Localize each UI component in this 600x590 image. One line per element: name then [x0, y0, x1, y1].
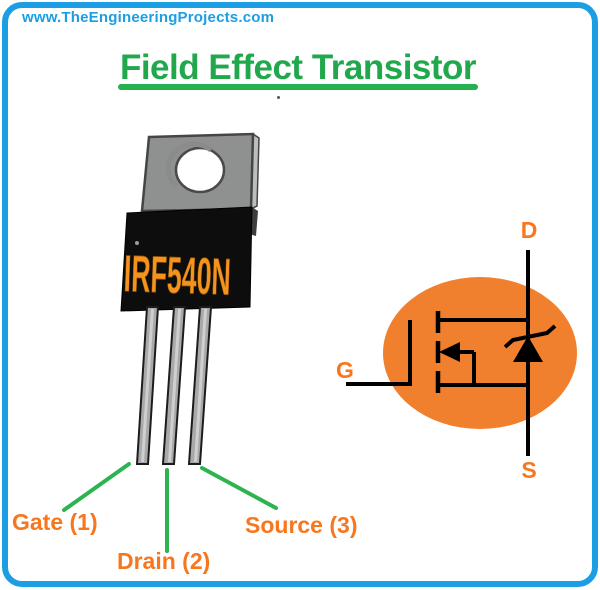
- title-underline: [118, 84, 478, 90]
- part-number-text: IRF540N: [123, 245, 232, 307]
- symbol-drain-label: D: [520, 217, 538, 243]
- symbol-gate-label: G: [336, 357, 354, 383]
- hole-shading: [165, 141, 213, 188]
- symbol-source-label: S: [521, 457, 537, 483]
- leg-gate-highlight: [141, 309, 154, 462]
- mosfet-symbol: [346, 250, 577, 456]
- page-title: Field Effect Transistor: [119, 48, 477, 87]
- diode-cathode-bar: [503, 324, 557, 349]
- transistor-package-illustration: IRF540N: [120, 132, 260, 465]
- source-pointer-line: [200, 466, 278, 510]
- plastic-body: [120, 206, 253, 312]
- pin-label-gate: Gate (1): [12, 509, 98, 535]
- mounting-hole: [174, 146, 226, 194]
- speck-artifact: [277, 96, 280, 99]
- leg-source-highlight: [194, 309, 207, 462]
- symbol-wires: [346, 250, 557, 456]
- pin-pointer-lines: [62, 462, 278, 553]
- body-arrowhead: [439, 342, 460, 362]
- pin-label-source: Source (3): [245, 512, 358, 538]
- body-diode-triangle: [513, 336, 543, 362]
- pin-label-drain: Drain (2): [117, 548, 211, 574]
- body-pin1-dot: [135, 241, 139, 245]
- watermark-url: www.TheEngineeringProjects.com: [22, 9, 275, 26]
- gate-pointer-line: [62, 462, 131, 512]
- leg-drain-highlight: [168, 309, 181, 462]
- symbol-background-ellipse: [383, 277, 577, 429]
